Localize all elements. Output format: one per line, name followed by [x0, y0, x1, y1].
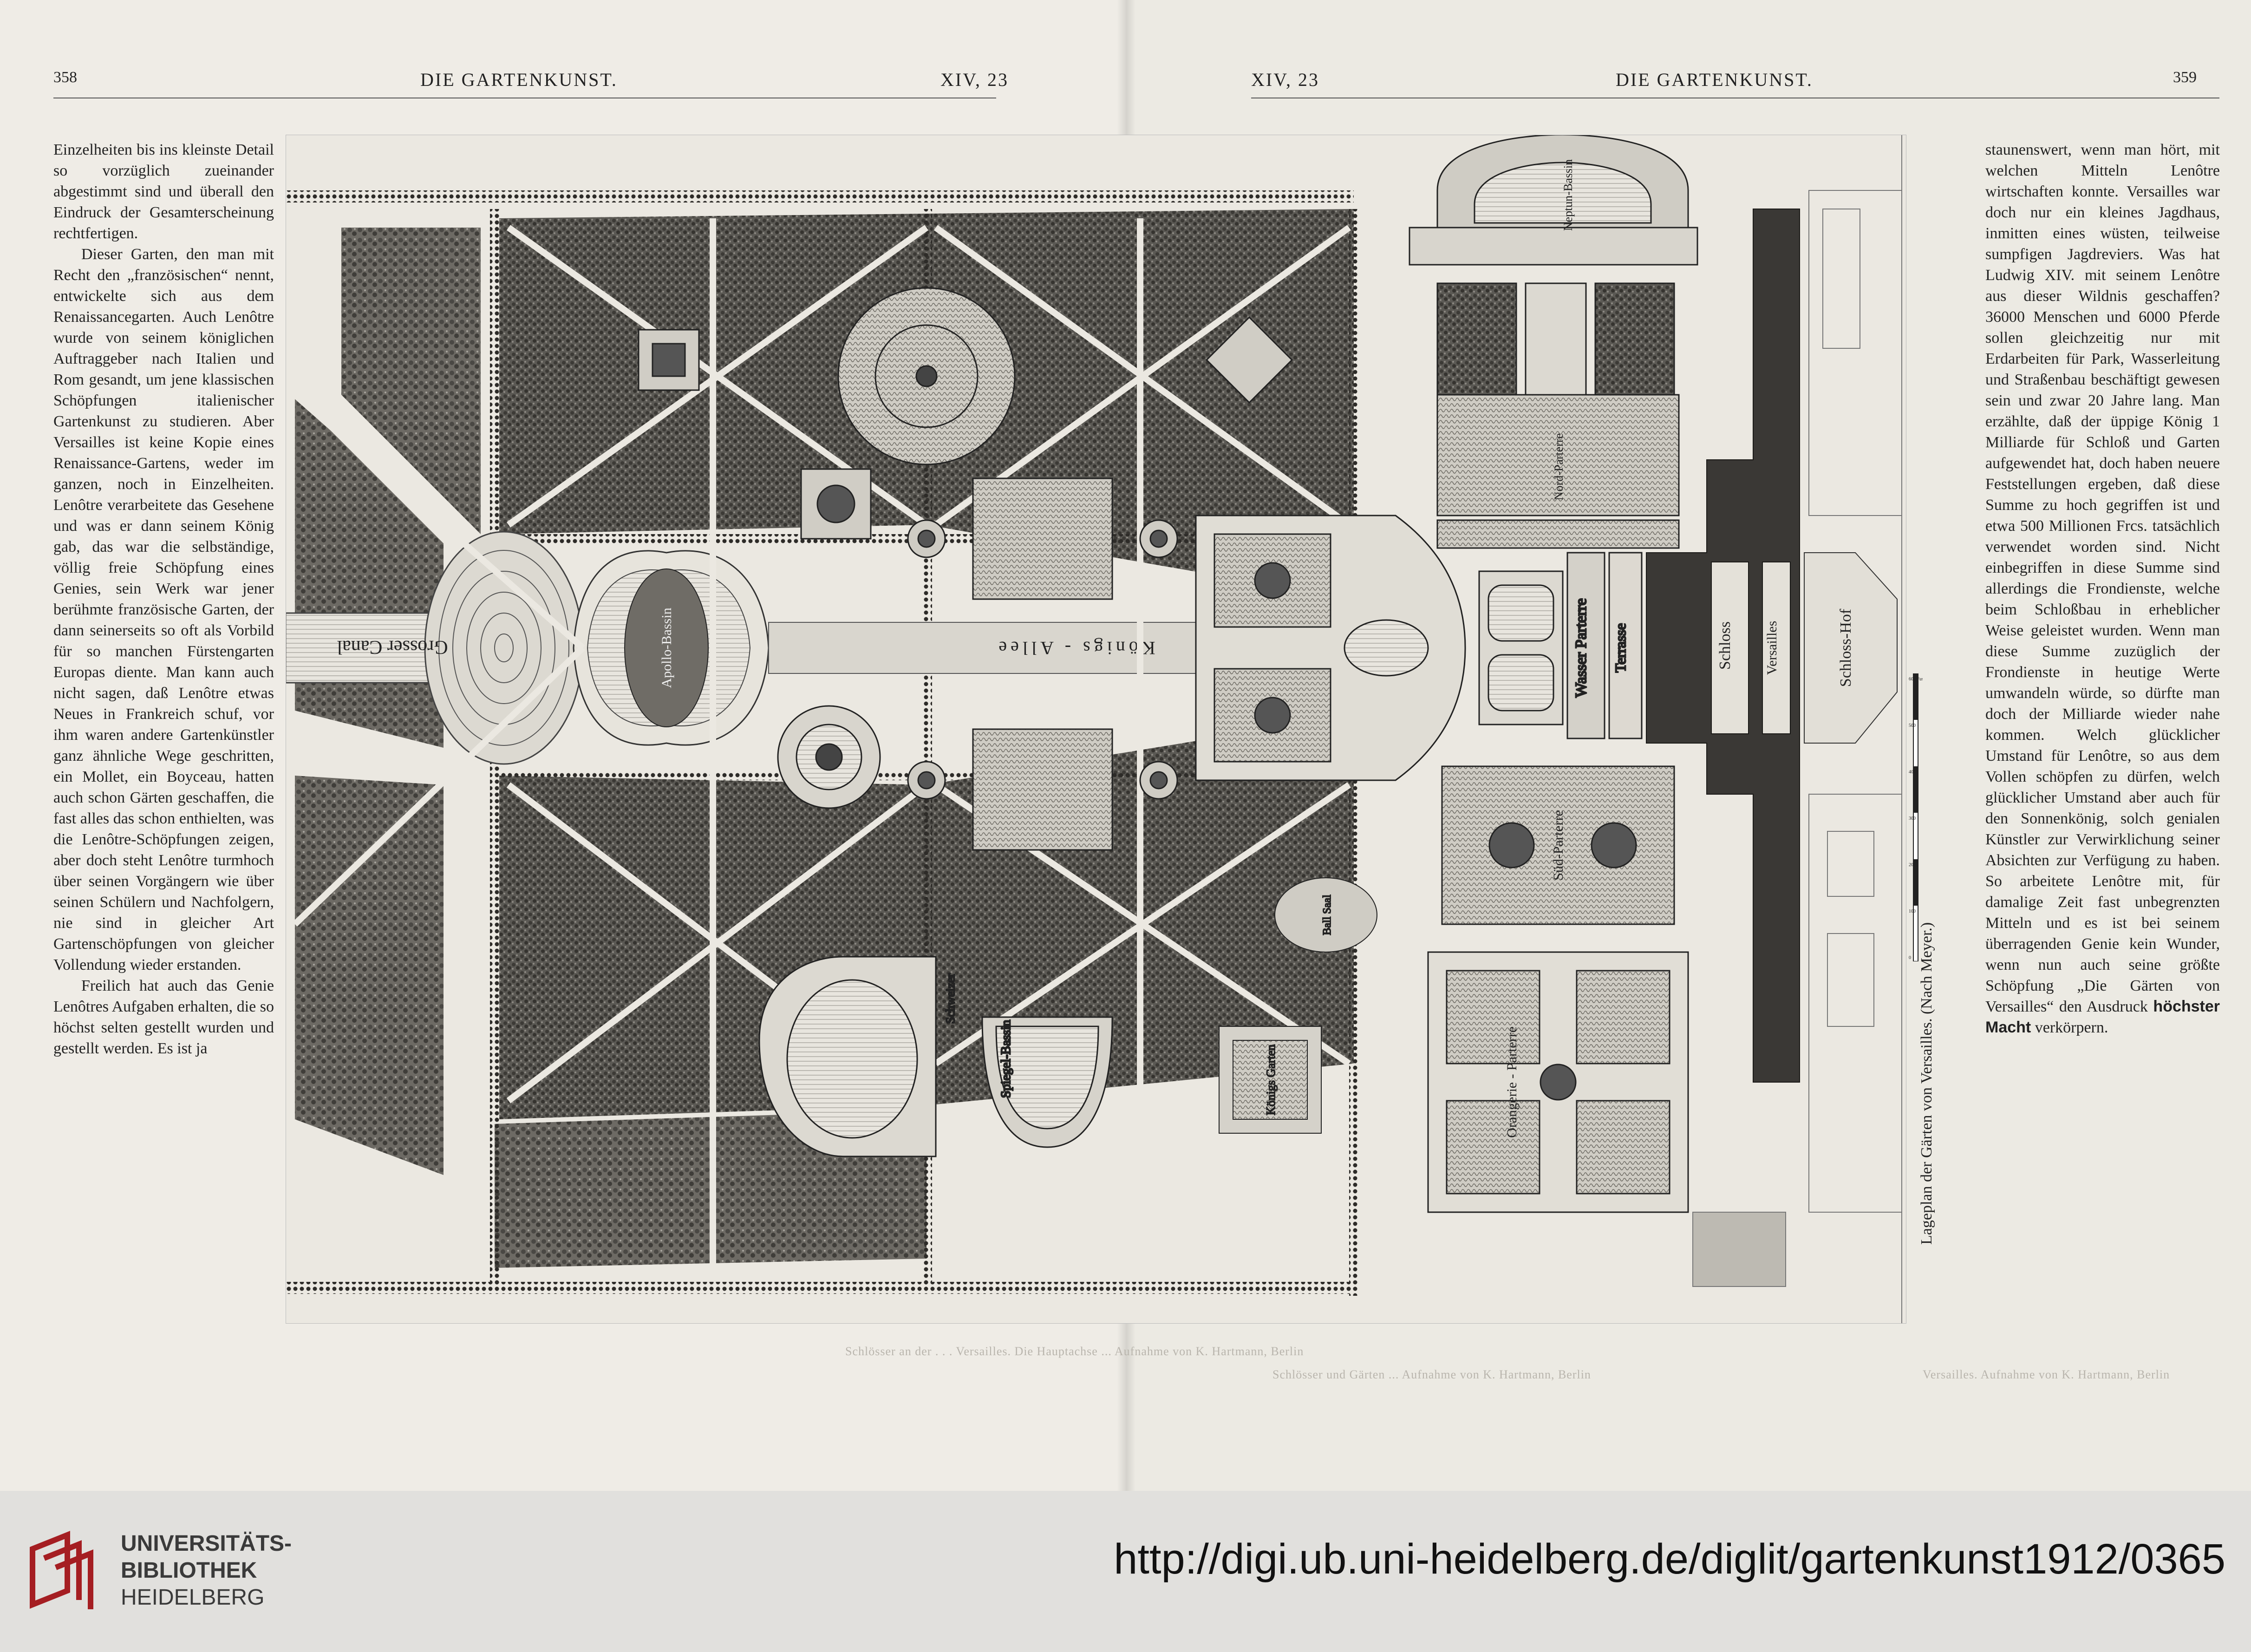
library-footer: UNIVERSITÄTS- BIBLIOTHEK HEIDELBERG http… — [0, 1491, 2251, 1652]
right-paragraph-end: verkörpern. — [2035, 1019, 2108, 1036]
scale-tick-label: 200 — [1909, 862, 1916, 868]
left-paragraph: Freilich hat auch das Genie Lenôtres Auf… — [53, 977, 274, 1057]
left-journal-title: DIE GARTENKUNST. — [420, 69, 618, 90]
schloss-hof: Schloss-Hof — [1804, 552, 1898, 744]
apollo-basin-label: Apollo-Bassin — [659, 607, 674, 688]
scale-tick-label: 100 — [1909, 909, 1916, 914]
library-name-line1: UNIVERSITÄTS- — [121, 1531, 292, 1556]
neptun-bassin-label: Neptun-Bassin — [1561, 159, 1575, 231]
wasser-parterre: Wasser Parterre Terrasse — [1478, 552, 1643, 739]
library-logo-icon — [23, 1530, 98, 1612]
right-bold-text: höchster Macht — [1985, 998, 2220, 1036]
koenigs-garten-label: Königs Garten — [1264, 1045, 1278, 1115]
library-name-line3: HEIDELBERG — [121, 1585, 265, 1610]
plan-caption: Lageplan der Gärten von Versailles. (Nac… — [1918, 641, 1951, 1245]
sued-parterre: Süd-Parterre Orangerie - Parterre — [1427, 765, 1689, 1213]
library-name-line2: BIBLIOTHEK — [121, 1558, 257, 1583]
spiegel-bassin: Spiegel-Bassin Schweizer — [758, 956, 1113, 1157]
bleed-caption-left: Schlösser an der . . . Versailles. Die H… — [845, 1345, 1304, 1358]
nord-parterre-label: Nord-Parterre — [1552, 433, 1566, 500]
scale-tick-label: 500 — [1909, 723, 1916, 728]
nord-parterre: Neptun-Bassin Nord-Parterre — [1409, 135, 1698, 549]
scale-tick-label: 400 — [1909, 770, 1916, 775]
permalink-url[interactable]: http://digi.ub.uni-heidelberg.de/diglit/… — [1114, 1535, 2225, 1583]
scale-tick-label: 300 — [1909, 816, 1916, 821]
terrasse-label: Terrasse — [1612, 623, 1629, 673]
right-journal-title: DIE GARTENKUNST. — [1616, 69, 1813, 90]
right-paragraph: staunenswert, wenn man hört, mit welchen… — [1985, 141, 2220, 1015]
grand-canal-label: Grosser Canal — [337, 636, 448, 658]
wasser-parterre-label: Wasser Parterre — [1572, 598, 1590, 697]
schloss-hof-label: Schloss-Hof — [1837, 608, 1854, 687]
ball-saal-label: Ball Saal — [1321, 895, 1333, 935]
spiegel-label: Spiegel-Bassin — [999, 1020, 1013, 1098]
bleed-caption-center: Schlösser und Gärten ... Aufnahme von K.… — [1272, 1368, 1591, 1381]
schweizer-label: Schweizer — [944, 973, 957, 1024]
chateau: Schloss Versailles — [1646, 209, 1800, 1083]
fountains — [638, 287, 1293, 851]
left-page-number: 358 — [53, 69, 77, 86]
koenigs-garten: Königs Garten Ball Saal — [1219, 877, 1377, 1134]
plan-caption-text: Lageplan der Gärten von Versailles. (Nac… — [1918, 922, 1935, 1245]
bleed-caption-right: Versailles. Aufnahme von K. Hartmann, Be… — [1923, 1368, 2170, 1381]
grand-canal: Grosser Canal — [286, 531, 584, 765]
town — [1692, 135, 1902, 1324]
left-paragraph: Einzelheiten bis ins kleinste Detail so … — [53, 141, 274, 242]
right-issue: XIV, 23 — [1251, 69, 1319, 90]
schloss-label: Schloss — [1716, 621, 1734, 670]
koenigs-allee-label: Königs - Allee — [995, 638, 1155, 659]
left-paragraph: Dieser Garten, den man mit Recht den „fr… — [53, 246, 274, 973]
left-issue: XIV, 23 — [940, 69, 1009, 90]
sued-parterre-label: Süd-Parterre — [1551, 810, 1566, 881]
orangerie-label: Orangerie - Parterre — [1504, 1026, 1520, 1138]
latona-parterre — [1195, 515, 1466, 781]
versailles-label: Versailles — [1764, 621, 1780, 675]
versailles-garden-plan: Grosser Canal Apollo-Bassin Königs - All… — [286, 135, 1906, 1324]
left-text-column: Einzelheiten bis ins kleinste Detail so … — [53, 139, 274, 1059]
apollo-basin: Apollo-Bassin — [573, 550, 770, 746]
scale-tick-label: 0 — [1909, 955, 1911, 960]
scale-tick-label: 600 Fuss — [1909, 677, 1923, 682]
right-text-column: staunenswert, wenn man hört, mit welchen… — [1985, 139, 2220, 1038]
right-page-number: 359 — [2173, 69, 2197, 86]
scale-bar: 0 100 200 300 400 500 600 Fuss — [1909, 673, 1925, 962]
library-name: UNIVERSITÄTS- BIBLIOTHEK HEIDELBERG — [121, 1530, 292, 1611]
